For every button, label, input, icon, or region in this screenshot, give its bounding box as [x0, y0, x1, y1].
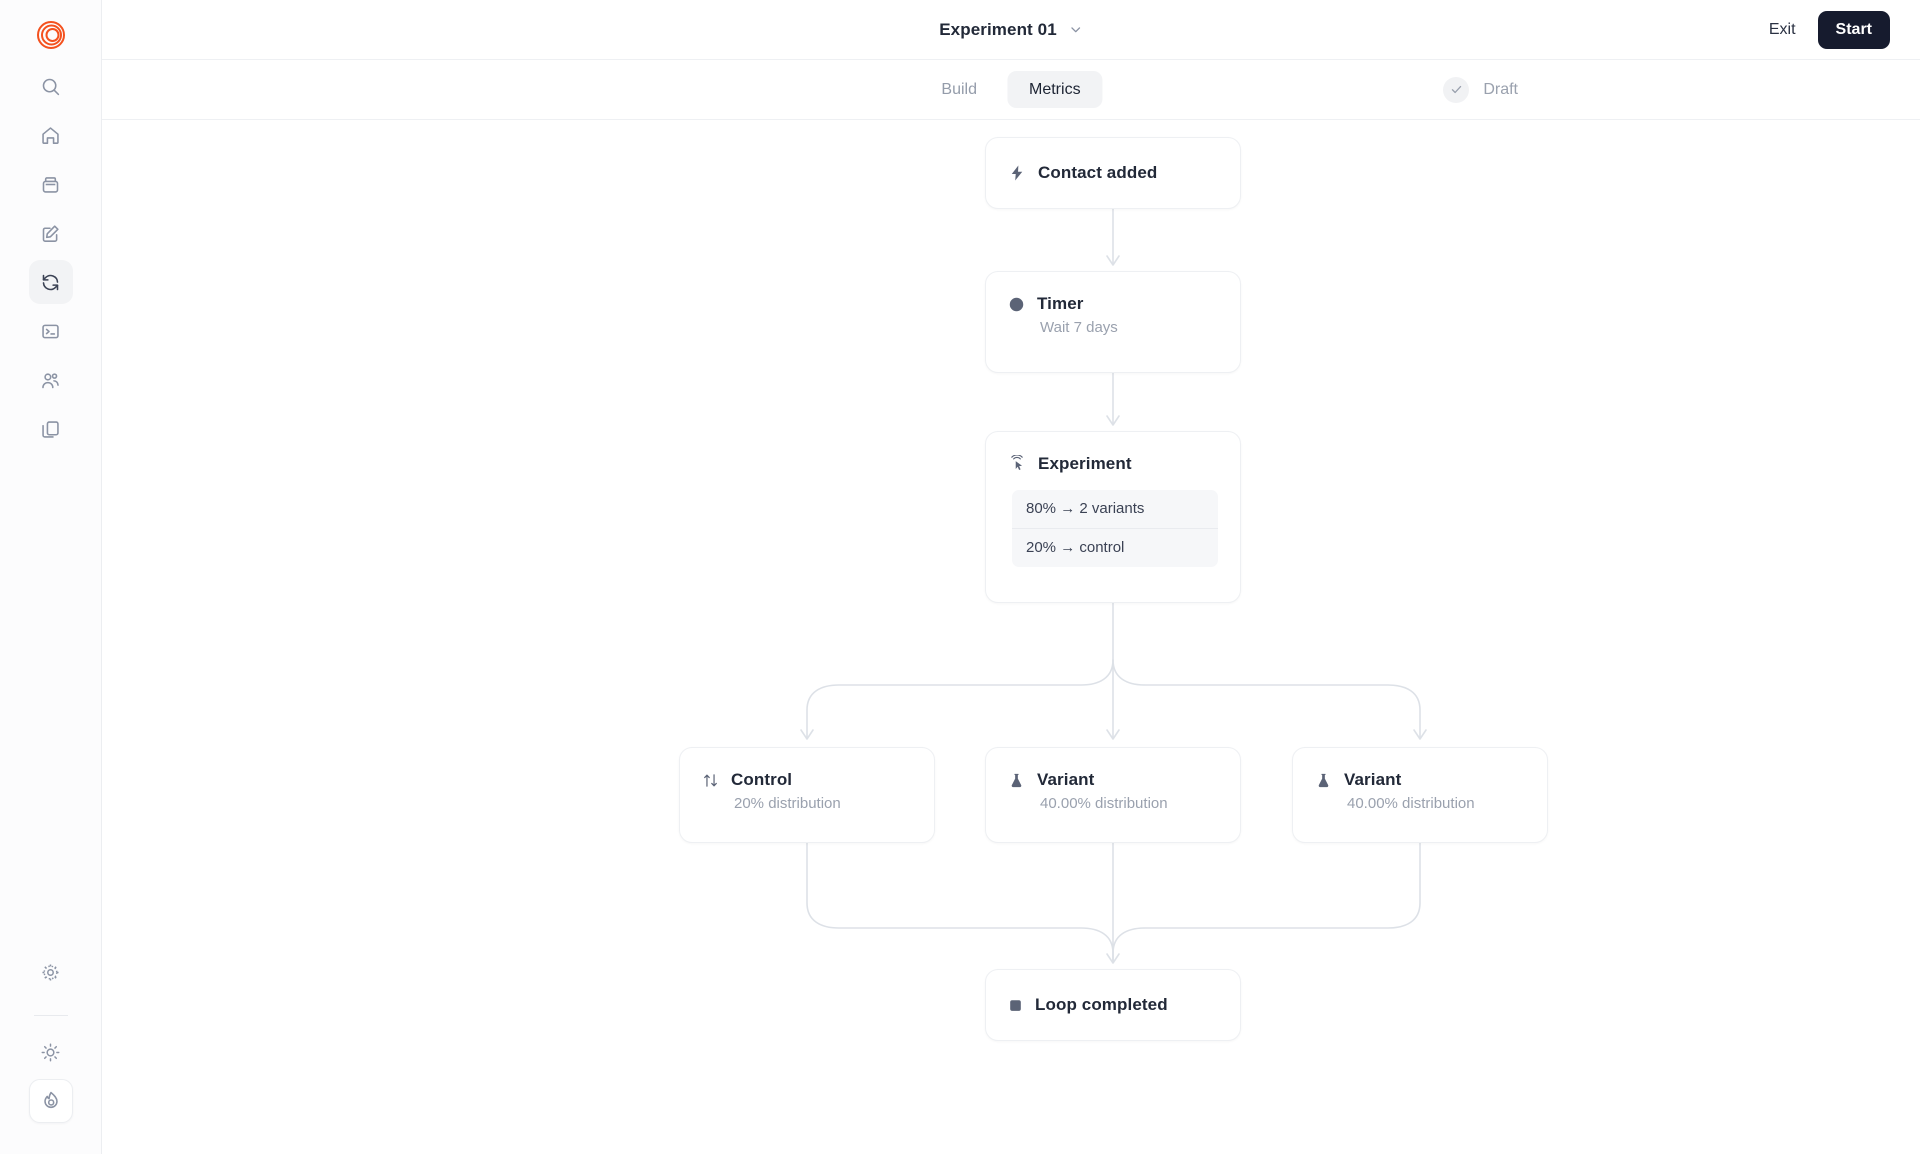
node-subtitle: 40.00% distribution [1040, 795, 1168, 812]
app-logo[interactable] [26, 10, 76, 60]
stop-square-icon [1008, 998, 1023, 1013]
flow-node-control[interactable]: Control 20% distribution [679, 747, 935, 843]
node-title: Control [731, 770, 793, 789]
bolt-icon [1008, 164, 1026, 182]
flow-node-loop-completed[interactable]: Loop completed [985, 969, 1241, 1041]
top-bar-actions: Exit Start [1763, 0, 1890, 60]
node-title: Contact added [1038, 163, 1158, 182]
flask-icon [1008, 772, 1025, 789]
start-button[interactable]: Start [1817, 11, 1890, 49]
sidebar-item-search[interactable] [29, 64, 73, 108]
sidebar-item-compose[interactable] [29, 211, 73, 255]
node-header: Loop completed [986, 995, 1190, 1015]
tab-group: Build Metrics [919, 70, 1103, 109]
chevron-down-icon [1068, 22, 1083, 37]
clock-icon [1008, 296, 1025, 313]
tab-bar: Build Metrics Draft [102, 60, 1920, 120]
inbox-icon [42, 176, 59, 193]
flask-icon [1315, 772, 1332, 789]
flow-node-variant-1[interactable]: Variant 40.00% distribution [985, 747, 1241, 843]
sidebar-item-inbox[interactable] [29, 162, 73, 206]
sidebar-item-contacts[interactable] [29, 358, 73, 402]
spiral-logo-icon [36, 21, 65, 49]
flow-node-timer[interactable]: Timer Wait 7 days [985, 271, 1241, 373]
arrows-updown-icon [702, 772, 719, 789]
sidebar-item-documents[interactable] [29, 407, 73, 451]
node-subtitle: 20% distribution [734, 795, 841, 812]
node-header: Timer [986, 294, 1240, 314]
node-title: Loop completed [1035, 995, 1168, 1014]
node-header: Variant [986, 770, 1240, 790]
split-row[interactable]: 80% → 2 variants [1026, 500, 1145, 517]
flame-icon [43, 1091, 58, 1109]
node-header: Control [680, 770, 934, 790]
sidebar-item-automations[interactable] [28, 260, 73, 304]
tab-metrics[interactable]: Metrics [1007, 70, 1103, 109]
node-header: Experiment [986, 454, 1240, 474]
status-badge: Draft [1443, 76, 1518, 103]
status-label: Draft [1483, 80, 1518, 98]
node-title: Experiment [1038, 454, 1132, 473]
sync-icon [42, 274, 59, 290]
split-row[interactable]: 20% → control [1012, 528, 1218, 567]
home-icon [42, 126, 59, 144]
flow-node-experiment[interactable]: Experiment 80% → 2 variants 20% → contro… [985, 431, 1241, 603]
node-subtitle: Wait 7 days [1040, 319, 1118, 336]
sidebar-item-activity[interactable] [28, 1079, 73, 1123]
sidebar [0, 0, 102, 1154]
main-area: Experiment 01 Exit Start Build Metrics D… [102, 0, 1920, 1154]
search-icon [42, 78, 60, 95]
flow-node-variant-2[interactable]: Variant 40.00% distribution [1292, 747, 1548, 843]
check-icon [1443, 76, 1470, 103]
tab-build[interactable]: Build [941, 80, 978, 98]
experiment-split-box: 80% → 2 variants 20% → control [1012, 490, 1218, 567]
gear-icon [42, 963, 59, 981]
flow-canvas[interactable]: Contact added Timer Wait 7 days [102, 120, 1920, 1154]
node-title: Variant [1344, 770, 1402, 789]
document-title-menu[interactable]: Experiment 01 [939, 20, 1083, 40]
sidebar-item-home[interactable] [29, 113, 73, 157]
compose-icon [42, 224, 59, 242]
sidebar-item-settings[interactable] [29, 950, 73, 994]
node-subtitle: 40.00% distribution [1347, 795, 1475, 812]
node-header: Variant [1293, 770, 1547, 790]
users-icon [42, 372, 59, 388]
exit-button[interactable]: Exit [1768, 21, 1796, 38]
flow-node-contact-added[interactable]: Contact added [985, 137, 1241, 209]
sidebar-item-theme[interactable] [29, 1030, 73, 1074]
page-title: Experiment 01 [939, 19, 1057, 39]
documents-icon [42, 420, 59, 438]
node-title: Timer [1037, 294, 1084, 313]
top-bar: Experiment 01 Exit Start [102, 0, 1920, 60]
sun-icon [41, 1043, 60, 1061]
sidebar-item-terminal[interactable] [29, 309, 73, 353]
click-icon [1008, 455, 1026, 473]
sidebar-divider [33, 1015, 68, 1016]
node-title: Variant [1037, 770, 1095, 789]
node-header: Contact added [986, 163, 1179, 183]
terminal-icon [42, 324, 59, 338]
